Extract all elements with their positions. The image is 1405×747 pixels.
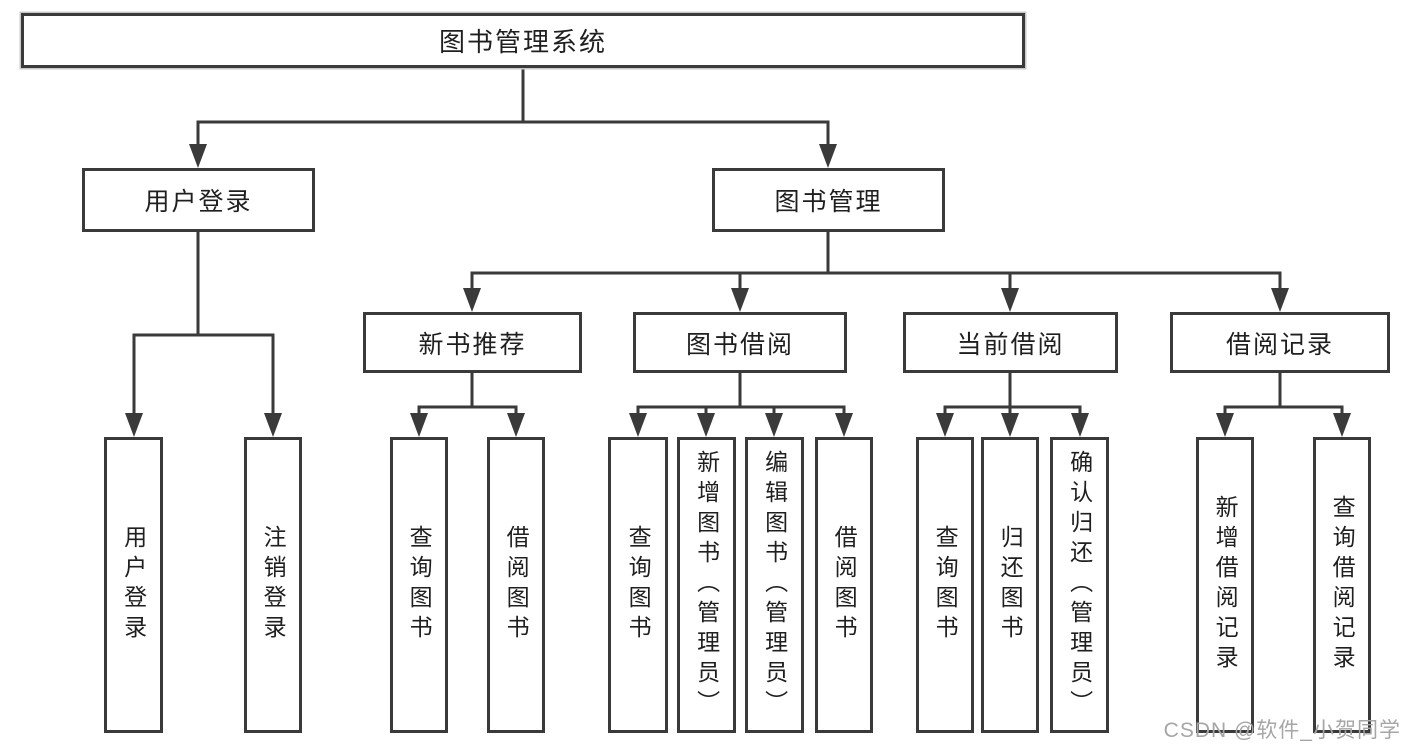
node-leaf-logout: 注销登录	[244, 437, 302, 733]
node-user-login-label: 用户登录	[144, 188, 253, 216]
node-leaf-cb-confirm-return-admin: 确认归还（管理员）	[1050, 437, 1109, 733]
node-leaf-bb-add-books-admin-label: 新增图书（管理员）	[693, 450, 720, 720]
node-borrow-records-label: 借阅记录	[1225, 330, 1334, 359]
connector-book-borrowing	[629, 373, 853, 437]
node-book-management-label: 图书管理	[774, 188, 883, 216]
node-leaf-logout-label: 注销登录	[260, 525, 287, 645]
node-leaf-bb-borrow-books-label: 借阅图书	[831, 525, 858, 645]
connector-root	[189, 68, 837, 168]
node-new-book-recommend-label: 新书推荐	[418, 330, 527, 359]
node-leaf-bb-borrow-books: 借阅图书	[815, 437, 873, 733]
node-leaf-bb-add-books-admin: 新增图书（管理员）	[677, 437, 736, 733]
node-current-borrowing: 当前借阅	[903, 312, 1118, 373]
node-leaf-nbr-query-books-label: 查询图书	[406, 525, 433, 645]
node-leaf-user-login-label: 用户登录	[120, 525, 147, 645]
node-library-system-label: 图书管理系统	[438, 27, 607, 57]
node-leaf-bb-query-books: 查询图书	[608, 437, 668, 733]
node-leaf-nbr-borrow-books-label: 借阅图书	[503, 525, 530, 645]
node-leaf-cb-return-books: 归还图书	[981, 437, 1039, 733]
node-leaf-br-query-record-label: 查询借阅记录	[1329, 495, 1356, 675]
node-leaf-br-add-record: 新增借阅记录	[1196, 437, 1254, 733]
node-library-system: 图书管理系统	[21, 13, 1025, 68]
connector-new-book-recommend	[410, 373, 525, 437]
node-leaf-bb-query-books-label: 查询图书	[625, 525, 652, 645]
node-leaf-br-query-record: 查询借阅记录	[1313, 437, 1371, 733]
node-leaf-bb-edit-books-admin: 编辑图书（管理员）	[745, 437, 804, 733]
node-current-borrowing-label: 当前借阅	[956, 330, 1065, 359]
node-book-borrowing: 图书借阅	[633, 312, 847, 373]
node-leaf-nbr-query-books: 查询图书	[390, 437, 448, 733]
node-book-borrowing-label: 图书借阅	[685, 330, 794, 359]
node-leaf-user-login: 用户登录	[104, 437, 163, 733]
node-leaf-cb-confirm-return-admin-label: 确认归还（管理员）	[1066, 450, 1093, 720]
node-leaf-br-add-record-label: 新增借阅记录	[1212, 495, 1239, 675]
connector-current-borrowing	[936, 373, 1089, 437]
node-leaf-cb-query-books-label: 查询图书	[932, 525, 959, 645]
node-book-management: 图书管理	[712, 168, 945, 232]
node-borrow-records: 借阅记录	[1170, 312, 1390, 373]
watermark: CSDN @软件_小贺同学	[1163, 719, 1401, 742]
node-leaf-cb-return-books-label: 归还图书	[997, 525, 1024, 645]
connector-book-management	[463, 232, 1289, 312]
node-leaf-bb-edit-books-admin-label: 编辑图书（管理员）	[761, 450, 788, 720]
node-new-book-recommend: 新书推荐	[363, 312, 582, 373]
connector-user-login	[125, 232, 282, 437]
node-leaf-nbr-borrow-books: 借阅图书	[487, 437, 545, 733]
node-user-login: 用户登录	[82, 168, 315, 232]
connector-borrow-records	[1216, 373, 1351, 437]
node-leaf-cb-query-books: 查询图书	[916, 437, 974, 733]
